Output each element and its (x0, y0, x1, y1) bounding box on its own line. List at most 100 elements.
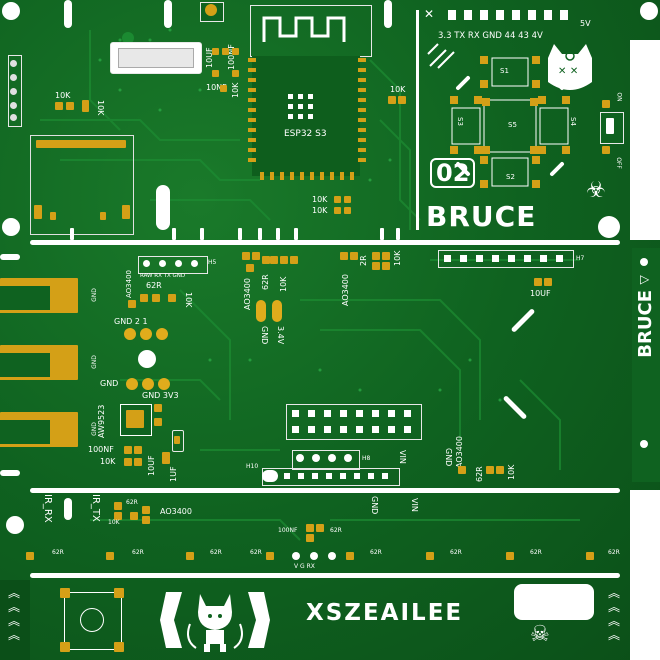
label-62r: 62R (250, 549, 262, 556)
header-pin (292, 552, 300, 560)
button-pad (60, 642, 70, 652)
via (640, 258, 648, 266)
label-vin: VIN (410, 498, 419, 512)
separator-middle (30, 488, 620, 493)
vertical-brand-symbol: ▷ (640, 272, 650, 286)
label-10k: 10K (55, 91, 71, 100)
mounting-hole-top-left (2, 2, 20, 20)
header-pin (328, 552, 336, 560)
power-switch[interactable] (600, 112, 624, 144)
edge-slot (276, 228, 280, 240)
label-gnd: GND (100, 379, 119, 388)
header-center-pins (292, 410, 411, 433)
button-s3-label: S3 (455, 117, 464, 126)
label-gnd: GND (444, 448, 453, 467)
esp32-module (252, 56, 360, 176)
label-62r: 62R (608, 549, 620, 556)
smd-pad (426, 552, 434, 560)
label-62r: 62R (210, 549, 222, 556)
chip-pad (126, 410, 144, 428)
header-h7-label: H7 (576, 255, 585, 262)
smd-pad (220, 85, 227, 92)
label-blank-area (514, 584, 594, 620)
smd-pad (534, 278, 542, 286)
edge-slot (156, 185, 170, 230)
smd-pad (124, 446, 132, 454)
display-pad (36, 140, 126, 148)
antenna-trace (262, 16, 346, 42)
smd-pad (252, 252, 260, 260)
smd-pad (458, 466, 466, 474)
header-pin (296, 454, 304, 462)
decor-slashes-icon (427, 43, 455, 69)
smd-pad (382, 252, 390, 260)
header-h5-label: H5 (208, 259, 217, 266)
label-10k: 10K (393, 250, 402, 266)
header-pin (344, 454, 352, 462)
smd-pad (486, 466, 494, 474)
pad-round (142, 378, 154, 390)
smd-pad (334, 196, 341, 203)
pad-round (124, 328, 136, 340)
edge-slot (238, 228, 242, 240)
tactile-button[interactable] (64, 592, 122, 650)
edge-slot (384, 0, 392, 28)
devil-logo-icon (160, 592, 270, 652)
label-62r: 62R (530, 549, 542, 556)
power-switch-knob[interactable] (606, 118, 614, 134)
label-62r: 62R (450, 549, 462, 556)
mounting-hole-mid-left (2, 218, 20, 236)
label-3.4v: 3.4V (276, 326, 285, 345)
smd-pad (270, 256, 278, 264)
left-edge-strip (0, 580, 30, 660)
chip-aw9523-label: AW9523 (97, 404, 106, 438)
smd-pad (344, 207, 351, 214)
logo-number: 02 (430, 158, 476, 188)
top-pin-labels: 3.3 TX RX GND 44 43 4V (438, 31, 543, 41)
smd-pad (350, 252, 358, 260)
pad-round (126, 378, 138, 390)
header-h5 (138, 256, 208, 274)
label-10uf: 10UF (147, 455, 156, 476)
tactile-button-cap[interactable] (80, 608, 104, 632)
chip-ao3400: AO3400 (243, 278, 252, 310)
header-h10-pin (262, 470, 278, 482)
label-62r: 62R (52, 549, 64, 556)
smd-pad (290, 256, 298, 264)
smd-pad (306, 534, 314, 542)
via (122, 32, 134, 44)
smd-pad (388, 96, 396, 104)
label-10uf: 10UF (530, 289, 551, 298)
button-s2-label: S2 (506, 173, 515, 181)
header-pin (10, 114, 17, 121)
separator-bottom (30, 573, 620, 578)
capacitor (172, 430, 184, 452)
label-5v: 5V (580, 19, 591, 28)
smd-pad (174, 436, 180, 444)
separator-top (30, 240, 620, 245)
header-h10-pins (284, 473, 388, 479)
pin-labels-vgrx: V G RX (294, 563, 315, 570)
header-h8-label: H8 (362, 455, 371, 462)
edge-slot (396, 228, 400, 240)
smd-pad (26, 552, 34, 560)
mounting-hole-mid-right (598, 216, 620, 238)
label-10nf: 10NF (206, 83, 227, 92)
via (640, 440, 648, 448)
switch-off-label: OFF (614, 157, 622, 169)
header-pin (310, 552, 318, 560)
smd-pad (262, 256, 270, 264)
header-pin (10, 88, 17, 95)
label-10k: 10K (231, 82, 240, 98)
smd-pad (128, 300, 136, 308)
edge-slot (64, 0, 72, 28)
label-1uf: 1UF (169, 466, 178, 482)
smd-pad (346, 552, 354, 560)
svg-text:✕ ✕: ✕ ✕ (558, 66, 578, 77)
edge-slot (0, 470, 20, 476)
button-s1-label: S1 (500, 67, 509, 75)
edge-slot (380, 228, 384, 240)
smd-pad (246, 264, 254, 272)
